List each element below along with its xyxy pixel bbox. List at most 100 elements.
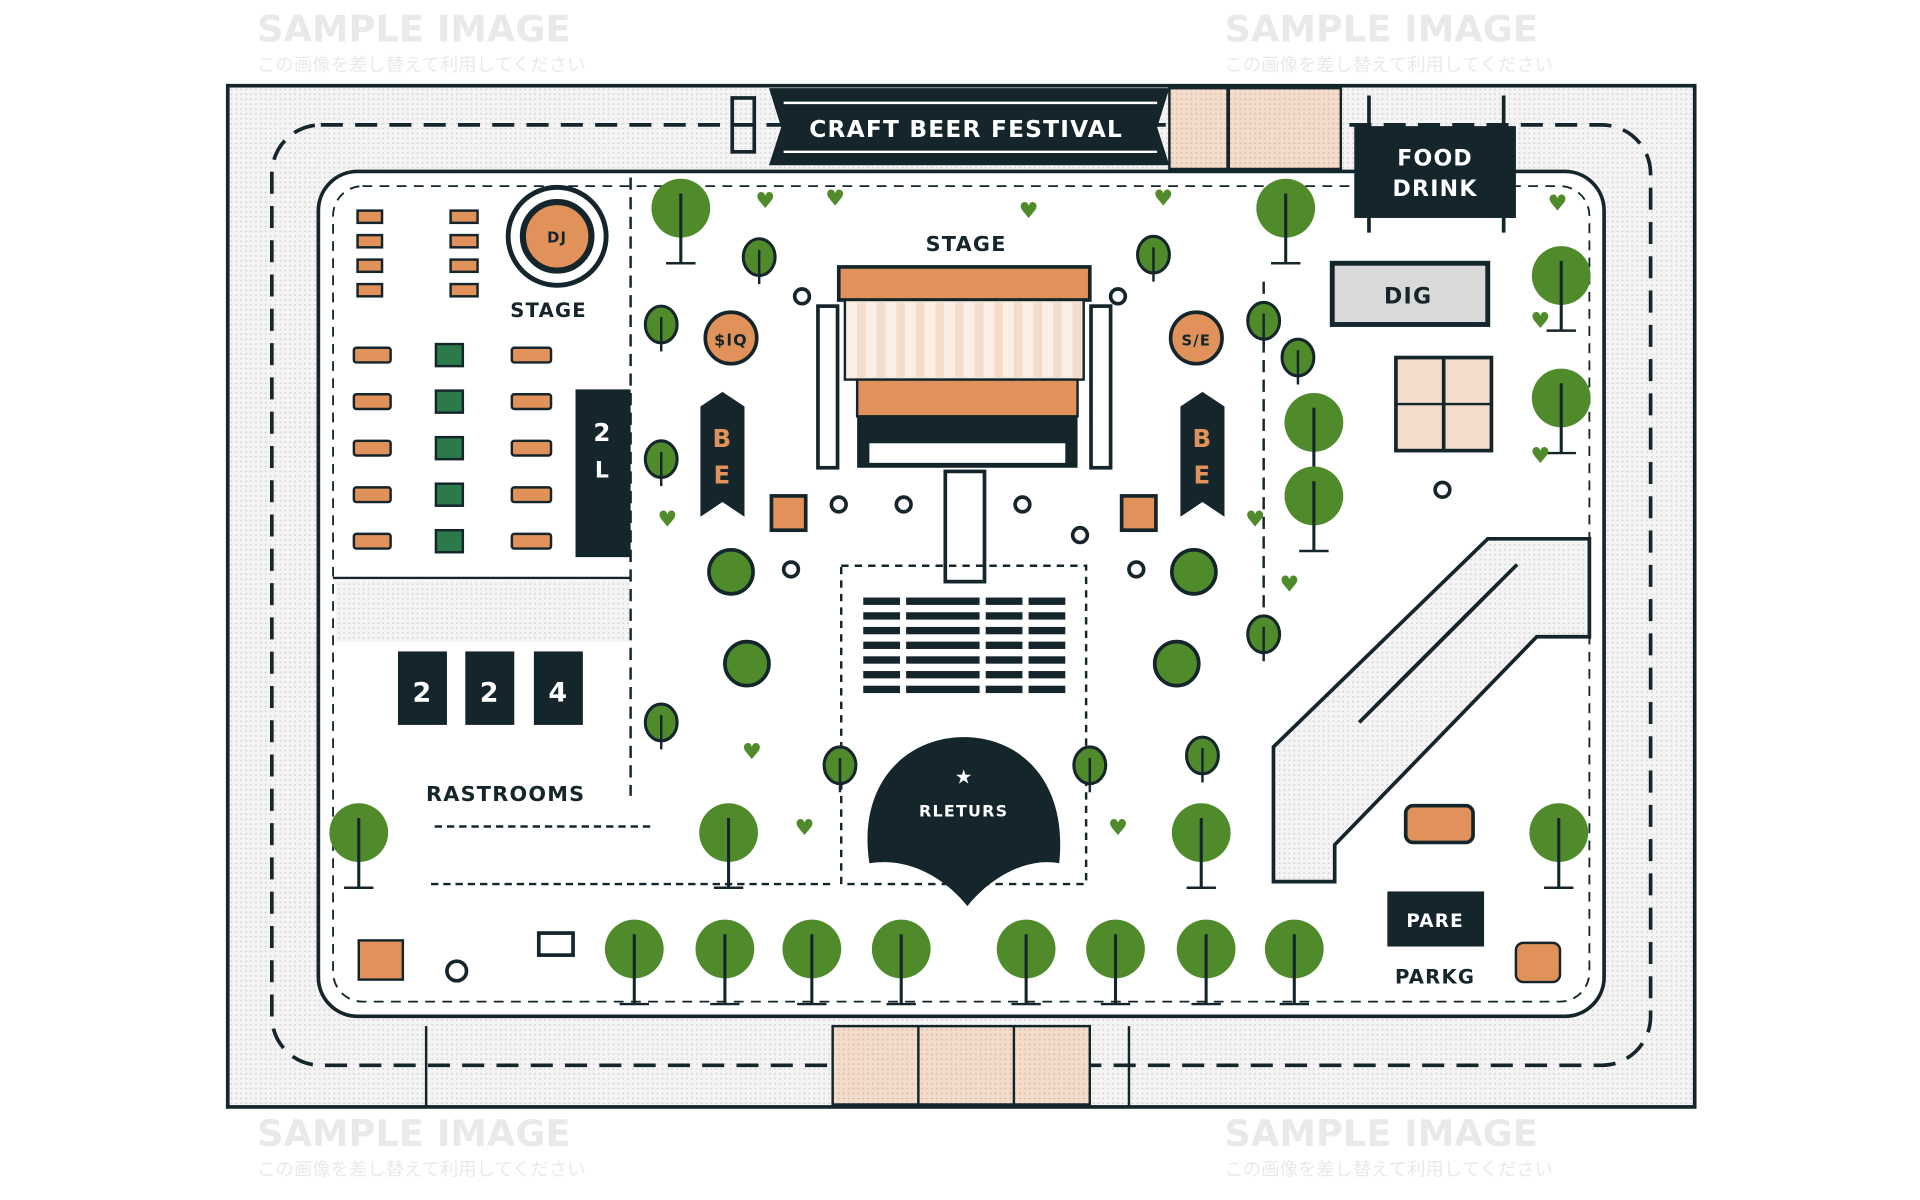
heart-icon: ♥ xyxy=(1153,187,1173,212)
bench xyxy=(352,346,392,364)
gravel-area xyxy=(335,580,630,642)
vertical-sign-line-2: L xyxy=(595,459,610,484)
heart-icon: ♥ xyxy=(1019,199,1039,224)
parking-box: PARE xyxy=(1387,891,1485,947)
watermark-text: SAMPLE IMAGE xyxy=(257,1112,570,1155)
food-drink-sign: FOOD DRINK xyxy=(1354,95,1516,233)
entrance-top-block xyxy=(1168,86,1343,171)
restroom-2: 2 xyxy=(465,651,515,725)
tree-icon xyxy=(782,919,842,1006)
seat-row xyxy=(1028,612,1066,620)
vertical-sign: 2 L xyxy=(575,389,631,558)
bench xyxy=(352,532,392,550)
badge-left-text: $lQ xyxy=(714,330,748,349)
seat-row xyxy=(863,685,900,694)
small-tree-icon xyxy=(643,702,679,750)
seat-row xyxy=(863,626,900,635)
tree-icon xyxy=(1531,368,1591,455)
seat-row xyxy=(906,685,980,694)
center-dome: ★ RLETURS xyxy=(867,737,1061,907)
restroom-3-number: 4 xyxy=(548,678,568,709)
seat-row xyxy=(863,671,900,679)
seat-row xyxy=(1028,597,1066,605)
tree-icon xyxy=(871,919,931,1006)
stage-curtain-stripe xyxy=(1013,302,1023,379)
seat-row xyxy=(863,641,900,649)
bench xyxy=(510,346,553,364)
stage-curtain-stripe xyxy=(994,302,1003,379)
table xyxy=(434,389,465,414)
banner-right: B E xyxy=(1180,391,1225,517)
lamp-icon xyxy=(829,495,848,514)
seat-row xyxy=(906,641,980,649)
small-tree-icon xyxy=(822,745,858,793)
banner-right-letter-2: E xyxy=(1193,461,1211,490)
banner-right-letter-1: B xyxy=(1193,424,1213,453)
parking-box-label: PARE xyxy=(1406,911,1464,932)
seat-row xyxy=(985,612,1023,620)
stage-curtain-stripe xyxy=(1072,302,1082,379)
hourglass-icon xyxy=(730,96,757,154)
small-tree-icon xyxy=(1280,337,1316,385)
tree-icon xyxy=(329,803,389,889)
seat-row xyxy=(1028,671,1066,679)
seat-row xyxy=(863,656,900,664)
tree-icon xyxy=(996,919,1056,1006)
parking-label: PARKG xyxy=(1395,965,1475,988)
heart-icon: ♥ xyxy=(1548,192,1568,217)
bench xyxy=(356,233,384,249)
banner-left-letter-2: E xyxy=(713,461,731,490)
parking-stripes xyxy=(1357,563,1519,724)
banner-left: B E xyxy=(700,391,745,517)
bench xyxy=(449,258,479,274)
tree-icon xyxy=(651,178,711,265)
bench xyxy=(449,282,479,298)
tree-icon xyxy=(1086,919,1145,1006)
heart-icon: ♥ xyxy=(742,740,762,765)
watermark-text: SAMPLE IMAGE xyxy=(257,8,570,51)
restroom-2-number: 2 xyxy=(480,678,500,709)
cart-icon xyxy=(445,959,469,983)
bench xyxy=(356,209,384,225)
seat-row xyxy=(985,641,1023,649)
bush-icon xyxy=(1152,639,1201,688)
tree-icon xyxy=(1529,803,1589,889)
side-stage-badge: DJ xyxy=(547,229,567,246)
restroom-1: 2 xyxy=(397,651,447,725)
watermark-subtext: この画像を差し替えて利用してください xyxy=(1224,1160,1552,1181)
heart-icon: ♥ xyxy=(1531,444,1551,469)
watermark-subtext: この画像を差し替えて利用してください xyxy=(257,55,585,76)
lamp-icon xyxy=(894,495,913,514)
festival-title: CRAFT BEER FESTIVAL xyxy=(809,116,1123,143)
seat-row xyxy=(985,597,1023,605)
table xyxy=(434,342,465,368)
table xyxy=(434,435,465,461)
heart-icon: ♥ xyxy=(1280,572,1300,597)
seat-row xyxy=(985,656,1023,664)
watermark-text: SAMPLE IMAGE xyxy=(1224,1112,1537,1155)
seat-row xyxy=(985,685,1023,694)
heart-icon: ♥ xyxy=(755,189,775,214)
parking-stripe xyxy=(1460,563,1519,621)
bench xyxy=(510,393,553,411)
stage-curtain-stripe xyxy=(974,302,984,379)
stage-curtain-stripe xyxy=(1033,302,1043,379)
watermark-text: SAMPLE IMAGE xyxy=(1224,8,1537,51)
badge-right: S/E xyxy=(1168,310,1224,366)
bush-icon xyxy=(1170,547,1218,596)
stage-curtain-stripe xyxy=(1053,302,1062,379)
small-tree-icon xyxy=(1136,234,1171,282)
fox-icon xyxy=(357,939,405,981)
seat-row xyxy=(863,597,900,605)
seating-rows xyxy=(863,597,1066,694)
heart-icon: ♥ xyxy=(795,816,815,841)
bench xyxy=(510,532,553,550)
seat-row xyxy=(1028,641,1066,649)
bench xyxy=(449,209,479,225)
stage-curtain-stripe xyxy=(876,302,886,379)
heart-icon: ♥ xyxy=(1245,508,1265,533)
restroom-3: 4 xyxy=(533,651,583,725)
seat-row xyxy=(1028,656,1066,664)
